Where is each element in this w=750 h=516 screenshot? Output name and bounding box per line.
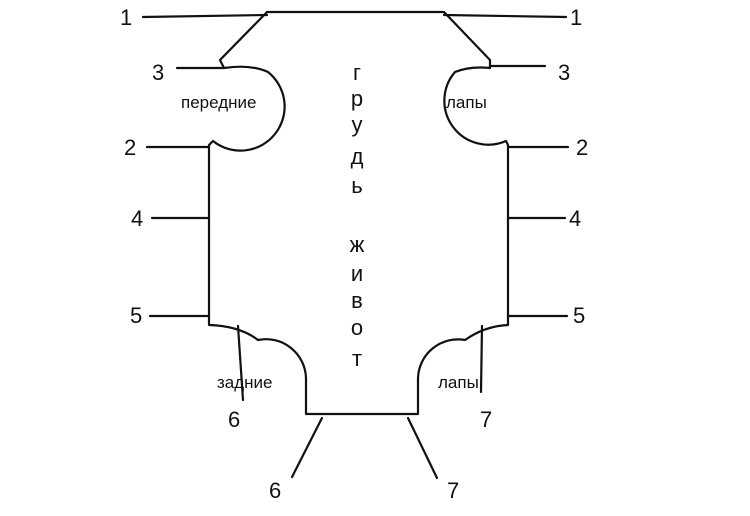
- chest-letter: р: [351, 86, 363, 111]
- chest-letter: ь: [351, 173, 362, 198]
- marker-left-1: 1: [120, 5, 132, 30]
- chest-letter: у: [352, 112, 363, 137]
- belly-letter: о: [351, 315, 363, 340]
- line-left-1: [141, 13, 269, 19]
- marker-left-5: 5: [130, 303, 142, 328]
- label-back: задние: [217, 373, 273, 392]
- chest-letter: г: [353, 60, 361, 85]
- label-front-paws: лапы: [446, 93, 487, 112]
- line-right-7-upper: [479, 324, 484, 394]
- pattern-outline: [207, 10, 510, 416]
- marker-left-4: 4: [131, 206, 143, 231]
- vertical-word-chest: г р у д ь: [351, 60, 364, 198]
- label-front: передние: [181, 93, 256, 112]
- marker-left-3: 3: [152, 60, 164, 85]
- marker-right-2: 2: [576, 135, 588, 160]
- line-left-6-upper: [236, 324, 245, 402]
- chest-letter: д: [351, 144, 364, 169]
- vertical-word-belly: ж и в о т: [350, 232, 365, 371]
- marker-right-4: 4: [569, 206, 581, 231]
- belly-letter: и: [351, 261, 363, 286]
- marker-right-7-upper: 7: [480, 407, 492, 432]
- marker-right-3: 3: [558, 60, 570, 85]
- marker-left-2: 2: [124, 135, 136, 160]
- belly-letter: ж: [350, 232, 365, 257]
- belly-letter: в: [351, 288, 363, 313]
- marker-right-7-lower: 7: [447, 478, 459, 503]
- line-right-7-lower: [406, 416, 439, 480]
- marker-right-5: 5: [573, 303, 585, 328]
- label-back-paws: лапы: [438, 373, 479, 392]
- marker-left-6-lower: 6: [269, 478, 281, 503]
- line-right-1: [442, 13, 568, 19]
- belly-letter: т: [352, 346, 362, 371]
- marker-left-6-upper: 6: [228, 407, 240, 432]
- marker-right-1: 1: [570, 5, 582, 30]
- line-left-6-lower: [290, 416, 324, 479]
